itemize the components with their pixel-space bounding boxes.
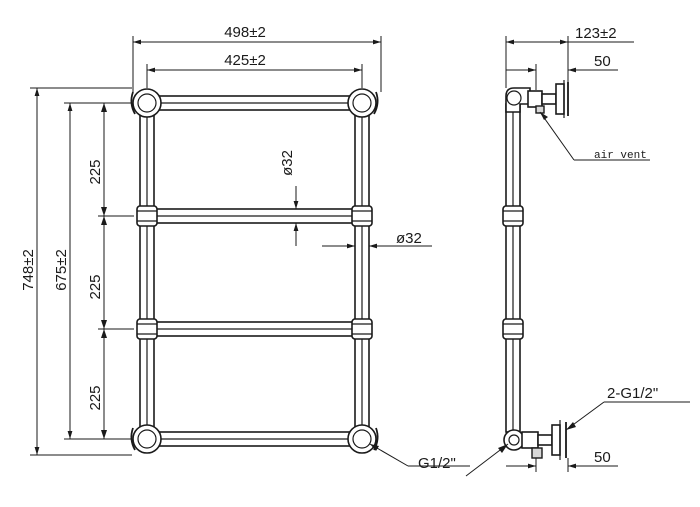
collar-left-lower [136, 318, 158, 340]
side-connection-leader: 2-G1/2" [565, 385, 690, 431]
air-vent-label: air vent [594, 150, 647, 162]
overall-width-label: 498±2 [224, 24, 266, 41]
connection-label: G1/2" [418, 455, 456, 472]
pipe-entry-leader [465, 443, 509, 477]
collar-left-upper [136, 205, 158, 227]
air-vent-leader: air vent [539, 111, 650, 162]
centers-height-label: 675±2 [53, 249, 70, 291]
valve-offset-bottom-label: 50 [594, 449, 611, 466]
upright-diameter-label: ø32 [396, 230, 422, 247]
centers-width-dimension: 425±2 [146, 52, 363, 88]
elbow-bottom-right [347, 424, 379, 454]
rail-spacing-dimension: 225 225 225 [87, 103, 134, 439]
overall-width-dimension: 498±2 [132, 24, 382, 92]
projection-label: 123±2 [575, 25, 617, 42]
side-collar-upper [502, 205, 524, 227]
front-view: 498±2 425±2 748±2 675±2 [20, 24, 470, 472]
rail-spacing-top-label: 225 [87, 159, 104, 184]
valve-offset-top-dimension: 50 [506, 53, 618, 90]
centers-height-dimension: 675±2 [53, 102, 132, 440]
rail-diameter-label: ø32 [279, 150, 296, 176]
upright-diameter-dimension: ø32 [322, 230, 432, 252]
side-elbow-bottom [503, 420, 567, 460]
side-elbow-top [505, 87, 531, 113]
collar-right-lower [351, 318, 373, 340]
rail-spacing-bottom-label: 225 [87, 385, 104, 410]
air-vent-valve [527, 80, 569, 118]
overall-height-dimension: 748±2 [20, 87, 132, 456]
connection-leader: G1/2" [369, 443, 470, 472]
rail-diameter-dimension: ø32 [279, 150, 302, 246]
collar-right-upper [351, 205, 373, 227]
centers-width-label: 425±2 [224, 52, 266, 69]
valve-offset-top-label: 50 [594, 53, 611, 70]
rail-spacing-mid-label: 225 [87, 274, 104, 299]
elbow-top-left [130, 88, 162, 118]
valve-offset-bottom-dimension: 50 [506, 449, 618, 472]
projection-dimension: 123±2 [505, 25, 634, 88]
side-view: 123±2 50 air vent 2-G1/2" [465, 25, 690, 477]
overall-height-label: 748±2 [20, 249, 37, 291]
elbow-top-right [347, 88, 379, 118]
elbow-bottom-left [130, 424, 162, 454]
side-collar-lower [502, 318, 524, 340]
side-connection-label: 2-G1/2" [607, 385, 658, 402]
